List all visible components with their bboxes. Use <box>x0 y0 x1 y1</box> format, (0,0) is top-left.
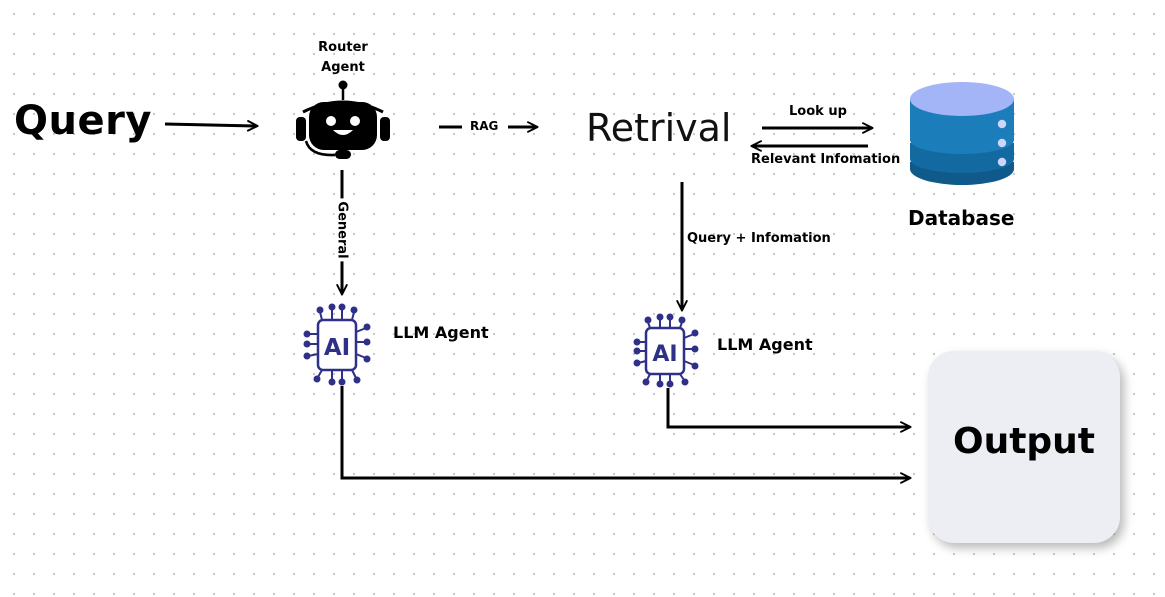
ai-chip-icon: AI <box>633 313 699 388</box>
database-icon <box>910 82 1014 185</box>
rag-edge-label: RAG <box>470 119 499 133</box>
edge-query-router <box>164 120 259 132</box>
edge-llm-general-output <box>340 386 912 484</box>
llm-agent-rag-label: LLM Agent <box>717 335 813 354</box>
relevant-info-edge-label: Relevant Infomation <box>751 152 901 167</box>
ai-chip-icon: AI <box>303 303 371 386</box>
retrieval-label: Retrival <box>586 106 732 150</box>
llm-agent-general-label: LLM Agent <box>393 323 489 342</box>
edge-llm-rag-output <box>666 388 912 433</box>
ai-chip-text: AI <box>324 335 350 361</box>
router-agent-label: Router Agent <box>318 40 368 75</box>
lookup-edge-label: Look up <box>789 104 847 119</box>
robot-icon <box>296 80 390 159</box>
database-label: Database <box>908 206 1015 230</box>
output-label: Output <box>952 421 1096 462</box>
query-label: Query <box>14 98 152 144</box>
ai-chip-text: AI <box>652 342 677 367</box>
output-box: Output <box>928 351 1120 543</box>
general-edge-label: General <box>334 198 350 262</box>
query-info-edge-label: Query + Infomation <box>687 231 831 246</box>
